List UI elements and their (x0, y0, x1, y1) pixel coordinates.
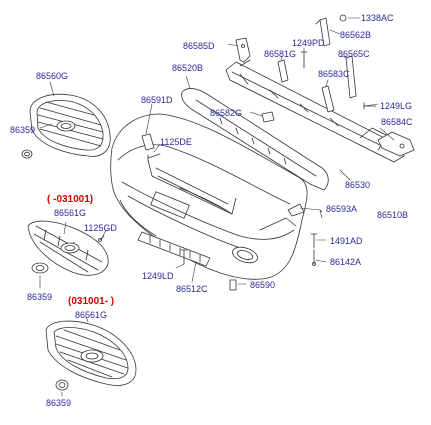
stay-86583C (321, 85, 335, 113)
label-86520B: 86520B (172, 63, 204, 73)
label-86581G: 86581G (264, 49, 297, 59)
lower-strip-86512C (137, 231, 211, 267)
stay-86565C (345, 55, 357, 99)
label-86593A: 86593A (326, 204, 358, 214)
label-86583C: 86583C (318, 69, 350, 79)
stay-86585D (235, 37, 251, 63)
label-86591D: 86591D (141, 95, 173, 105)
bolt-1249LD (180, 249, 188, 265)
upper-grille-86560G (29, 93, 111, 157)
label-86510B: 86510B (377, 210, 409, 220)
label-1338AC: 1338AC (361, 13, 394, 23)
emblem-86359-top (21, 149, 33, 159)
beam-86530 (225, 59, 405, 163)
bolt-1249PD (300, 51, 308, 69)
label-86530: 86530 (345, 180, 371, 190)
screw-1125DE (147, 153, 161, 162)
screw-1125GD (98, 235, 105, 242)
label-86590: 86590 (250, 280, 276, 290)
absorber-86520B (181, 88, 329, 191)
label-1249PD: 1249PD (292, 38, 325, 48)
label-86512C: 86512C (176, 284, 208, 294)
emblem-86359-bot (55, 379, 69, 391)
label-86142A: 86142A (330, 257, 362, 267)
label-86582G: 86582G (210, 108, 243, 118)
grille-86561G-old (27, 220, 109, 276)
label-86359-top: 86359 (10, 125, 36, 135)
stay-86562B (315, 17, 331, 47)
label-86585D: 86585D (183, 41, 215, 51)
emblem-86359-mid (31, 262, 49, 274)
label-86359-mid: 86359 (27, 292, 53, 302)
stay-86581G (277, 59, 289, 83)
bumper-cover-86510B (110, 113, 308, 280)
label-86561G-bot: 86561G (75, 310, 108, 320)
label-1125DE: 1125DE (160, 137, 192, 147)
note-version-old: ( -031001) (47, 194, 94, 205)
bracket-86584C (377, 131, 415, 157)
label-1491AD: 1491AD (330, 236, 363, 246)
label-86565C: 86565C (338, 49, 370, 59)
note-version-new: (031001- ) (68, 296, 115, 307)
label-1249LG: 1249LG (380, 101, 413, 111)
clip-86582G (261, 111, 275, 123)
label-86584C: 86584C (381, 117, 413, 127)
bolt-1491AD (310, 233, 318, 249)
label-86562B: 86562B (340, 30, 372, 40)
label-86560G: 86560G (36, 71, 69, 81)
clip-86591D (141, 133, 155, 151)
grille-86561G-new (45, 320, 137, 386)
nut-1338AC (339, 14, 347, 22)
label-86561G-mid: 86561G (54, 208, 87, 218)
clip-86590 (229, 279, 237, 291)
bolt-86142A (312, 249, 316, 266)
label-1249LD: 1249LD (142, 271, 174, 281)
label-1125GD: 1125GD (84, 223, 117, 233)
clip-86593A (287, 203, 305, 217)
label-86359-bot: 86359 (46, 398, 72, 408)
leader-lines (39, 17, 395, 397)
